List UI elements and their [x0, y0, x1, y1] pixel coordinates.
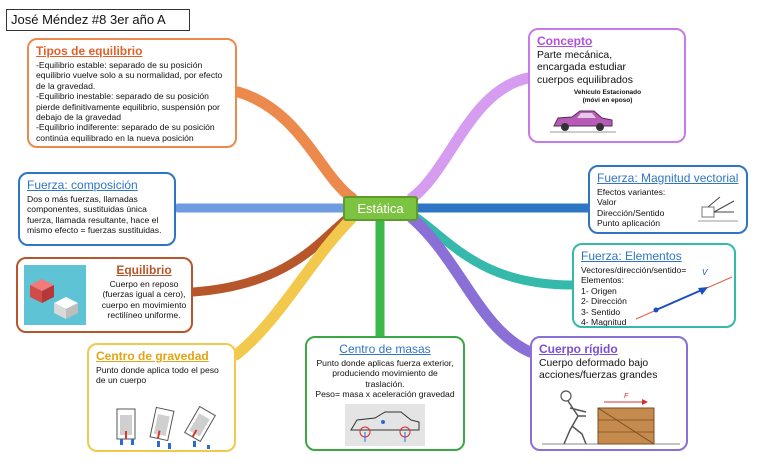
author-label: José Méndez #8 3er año A	[6, 9, 190, 31]
node-centro-masas[interactable]: Centro de masas Punto donde aplicas fuer…	[305, 336, 465, 451]
node-concepto[interactable]: Concepto Parte mecánica, encargada estud…	[528, 28, 686, 143]
vector-elements-diagram	[635, 276, 733, 320]
vector-label: V	[702, 268, 708, 277]
balance-blocks-illustration	[24, 265, 86, 325]
branch-rigido	[406, 212, 536, 358]
node-body: Parte mecánica, encargada estudiar cuerp…	[537, 50, 633, 86]
node-title: Cuerpo rígido	[539, 342, 618, 356]
node-title: Centro de gravedad	[96, 349, 209, 363]
node-title: Fuerza: composición	[27, 178, 138, 192]
branch-concepto	[406, 72, 534, 204]
node-title: Centro de masas	[339, 342, 431, 356]
node-body: Efectos variantes: Valor Dirección/Senti…	[597, 187, 666, 229]
node-fuerza-composicion[interactable]: Fuerza: composición Dos o más fuerzas, l…	[18, 172, 176, 246]
car-caption: Vehículo Estacionado (móvi en eposo)	[573, 89, 642, 104]
node-equilibrio[interactable]: Equilibrio Cuerpo en reposo (fuerzas igu…	[16, 257, 193, 333]
node-body: Cuerpo deformado bajo acciones/fuerzas g…	[539, 358, 658, 382]
node-body: Cuerpo en reposo (fuerzas igual a cero),…	[101, 279, 187, 321]
node-centro-gravedad[interactable]: Centro de gravedad Punto donde aplica to…	[87, 343, 236, 452]
car-mass-center-diagram	[345, 404, 425, 446]
node-body: Vectores/dirección/sentido= Elementos: 1…	[581, 265, 687, 328]
node-tipos-equilibrio[interactable]: Tipos de equilibrio -Equilibrio estable:…	[27, 38, 237, 148]
node-body: Punto donde aplicas fuerza exterior, pro…	[315, 358, 455, 400]
force-vector-sketch	[698, 196, 738, 222]
node-fuerza-elementos[interactable]: Fuerza: Elementos Vectores/dirección/sen…	[572, 243, 736, 328]
tilting-blocks-illustration	[116, 405, 216, 449]
node-title: Fuerza: Magnitud vectorial	[597, 171, 739, 185]
pushing-crate-illustration	[542, 390, 680, 445]
branch-gravedad	[230, 212, 358, 361]
parked-car-illustration	[550, 110, 616, 133]
node-body: -Equilibrio estable: separado de su posi…	[36, 60, 223, 143]
force-label: F	[624, 393, 629, 400]
node-body: Punto donde aplica todo el peso de un cu…	[96, 365, 219, 386]
central-topic[interactable]: Estática	[343, 196, 418, 221]
branch-tipos	[232, 86, 358, 204]
node-fuerza-magnitud[interactable]: Fuerza: Magnitud vectorial Efectos varia…	[588, 165, 748, 234]
node-title: Concepto	[537, 34, 593, 48]
node-title: Fuerza: Elementos	[581, 249, 682, 263]
node-title: Equilibrio	[116, 263, 172, 277]
node-cuerpo-rigido[interactable]: Cuerpo rígido Cuerpo deformado bajo acci…	[530, 336, 688, 451]
node-body: Dos o más fuerzas, llamadas componentes,…	[27, 194, 162, 236]
node-title: Tipos de equilibrio	[36, 44, 143, 58]
